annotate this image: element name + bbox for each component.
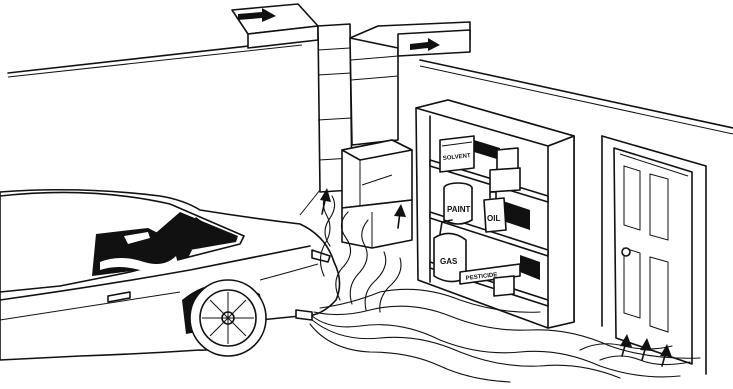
car bbox=[0, 188, 341, 361]
label-pesticide: PESTICIDE bbox=[466, 272, 498, 282]
pesticide-box: PESTICIDE bbox=[459, 263, 521, 285]
label-gas: GAS bbox=[440, 257, 458, 266]
arrow-icon-door-3 bbox=[660, 344, 672, 367]
oil-can: OIL bbox=[483, 191, 507, 233]
label-paint: PAINT bbox=[447, 205, 471, 214]
duct-work bbox=[231, 3, 471, 249]
house-door bbox=[601, 135, 707, 375]
paint-can: PAINT bbox=[443, 182, 473, 225]
arrow-icon-door-2 bbox=[640, 338, 652, 361]
label-solvent: SOLVENT bbox=[443, 153, 472, 162]
arrow-icon-fume-2 bbox=[394, 204, 406, 229]
arrow-icon-duct-right bbox=[410, 38, 440, 51]
arrow-icon-duct-left bbox=[238, 8, 276, 22]
solvent-can: SOLVENT bbox=[439, 135, 475, 173]
label-oil: OIL bbox=[487, 214, 500, 223]
door-knob-icon bbox=[621, 247, 631, 257]
arrow-icon-door-1 bbox=[620, 334, 632, 357]
small-boxes bbox=[489, 147, 521, 193]
exhaust-fumes bbox=[309, 191, 701, 383]
arrow-icon-fume-1 bbox=[320, 188, 331, 215]
pesticide-canister bbox=[493, 275, 515, 297]
